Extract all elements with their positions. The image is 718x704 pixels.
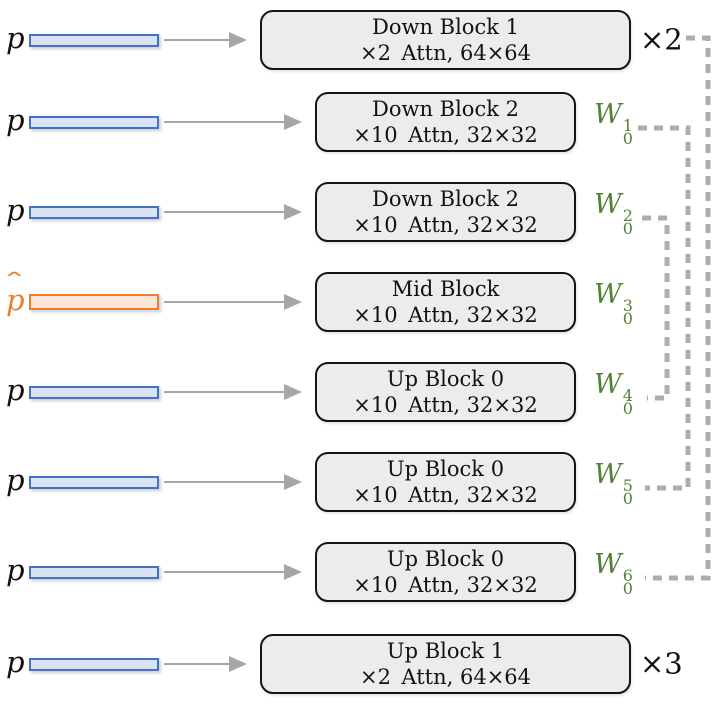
weight-superscript: 6	[622, 566, 633, 585]
block-subtitle: ×10 Attn, 32×32	[353, 213, 538, 237]
block-title: Down Block 1	[372, 15, 519, 39]
unet-block: Up Block 0 ×10 Attn, 32×32	[315, 362, 576, 422]
block-subtitle: ×10 Attn, 32×32	[353, 573, 538, 597]
prompt-label: p	[6, 193, 25, 228]
prompt-label: p	[6, 21, 25, 56]
prompt-label: p	[6, 373, 25, 408]
prompt-embedding-bar	[29, 116, 159, 129]
unet-block: Up Block 0 ×10 Attn, 32×32	[315, 542, 576, 602]
prompt-embedding-bar	[29, 34, 159, 47]
unet-block: Down Block 2 ×10 Attn, 32×32	[315, 92, 576, 152]
block-title: Up Block 0	[386, 457, 505, 481]
weight-superscript: 5	[622, 476, 633, 495]
weight-subscript: 0	[622, 399, 633, 418]
weight-superscript: 2	[622, 206, 633, 225]
prompt-embedding-bar	[29, 566, 159, 579]
block-subtitle: ×10 Attn, 32×32	[353, 303, 538, 327]
block-title: Up Block 0	[386, 367, 505, 391]
dashed-connector-inner	[642, 215, 670, 401]
block-title: Mid Block	[391, 277, 500, 301]
repeat-count-label: ×2	[640, 22, 683, 57]
unet-block: Up Block 0 ×10 Attn, 32×32	[315, 452, 576, 512]
block-title: Up Block 0	[386, 547, 505, 571]
weight-subscript: 0	[622, 579, 633, 598]
block-subtitle: ×2 Attn, 64×64	[359, 41, 532, 65]
prompt-embedding-bar	[29, 476, 159, 489]
unet-block: Down Block 2 ×10 Attn, 32×32	[315, 182, 576, 242]
block-subtitle: ×10 Attn, 32×32	[353, 483, 538, 507]
diagram-row-up-block-1: p Up Block 1 ×2 Attn, 64×64 ×3	[0, 634, 718, 694]
diagram-row-down-block-1: p Down Block 1 ×2 Attn, 64×64 ×2	[0, 10, 718, 70]
block-subtitle: ×10 Attn, 32×32	[353, 123, 538, 147]
block-subtitle: ×10 Attn, 32×32	[353, 393, 538, 417]
unet-block: Mid Block ×10 Attn, 32×32	[315, 272, 576, 332]
weight-superscript: 4	[622, 386, 633, 405]
modified-prompt-embedding-bar	[29, 294, 159, 310]
weight-subscript: 0	[622, 489, 633, 508]
prompt-label: p	[6, 553, 25, 588]
unet-block: Down Block 1 ×2 Attn, 64×64	[260, 10, 631, 70]
block-title: Up Block 1	[386, 639, 505, 663]
prompt-label: p	[6, 645, 25, 680]
weight-subscript: 0	[622, 219, 633, 238]
unet-block: Up Block 1 ×2 Attn, 64×64	[260, 634, 631, 694]
block-subtitle: ×2 Attn, 64×64	[359, 665, 532, 689]
weight-subscript: 0	[622, 309, 633, 328]
hat-accent: ˆ	[2, 271, 26, 297]
prompt-label: p	[6, 103, 25, 138]
block-title: Down Block 2	[372, 97, 519, 121]
dashed-connector-middle	[638, 125, 691, 491]
prompt-embedding-bar	[29, 386, 159, 399]
prompt-embedding-bar	[29, 658, 159, 671]
prompt-embedding-bar	[29, 206, 159, 219]
prompt-label: p	[6, 463, 25, 498]
block-title: Down Block 2	[372, 187, 519, 211]
repeat-count-label: ×3	[640, 646, 683, 681]
weight-superscript: 3	[622, 296, 633, 315]
weight-superscript: 1	[622, 116, 633, 135]
weight-subscript: 0	[622, 129, 633, 148]
dashed-connector-outer	[645, 35, 711, 581]
